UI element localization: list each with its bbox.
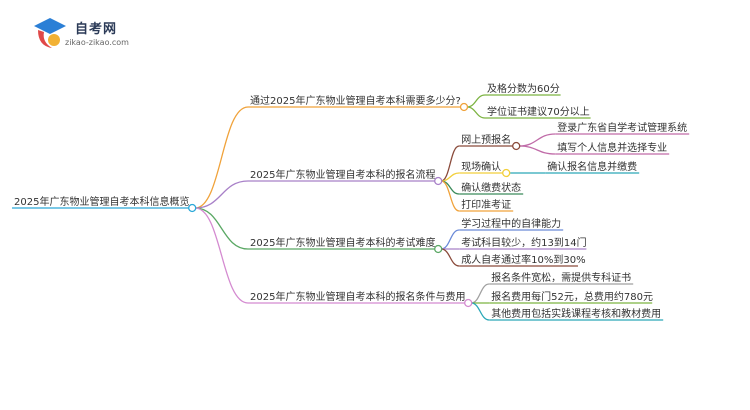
branch-2-child-2-node[interactable]: 成人自考通过率10%到30% bbox=[461, 253, 585, 266]
branch-1-connector[interactable] bbox=[434, 176, 443, 186]
branch-1-child-3-edge bbox=[440, 180, 460, 212]
branch-2-child-0-node[interactable]: 学习过程中的自律能力 bbox=[461, 217, 561, 230]
branch-2-child-1-node[interactable]: 考试科目较少，约13到14门 bbox=[461, 236, 586, 249]
branch-1-child-0-leaf-0-node[interactable]: 登录广东省自学考试管理系统 bbox=[557, 121, 687, 134]
branch-1-child-0-edge bbox=[440, 145, 460, 182]
branch-1-child-0-leaf-0-edge bbox=[519, 133, 556, 147]
branch-0-child-1-node[interactable]: 学位证书建议70分以上 bbox=[487, 105, 590, 118]
branch-1-child-2-edge bbox=[441, 180, 460, 195]
branch-2-edge bbox=[195, 207, 249, 250]
branch-0-edge bbox=[195, 106, 249, 209]
branch-0-child-0-node[interactable]: 及格分数为60分 bbox=[487, 82, 560, 95]
branch-1-child-1-leaf-0-node[interactable]: 确认报名信息并缴费 bbox=[547, 160, 637, 173]
branch-3-connector[interactable] bbox=[464, 298, 473, 308]
branch-1-child-3-node[interactable]: 打印准考证 bbox=[461, 198, 511, 211]
branch-2-node[interactable]: 2025年广东物业管理自考本科的考试难度 bbox=[250, 236, 435, 249]
branch-2-child-2-edge bbox=[441, 248, 460, 267]
branch-1-child-1-node[interactable]: 现场确认 bbox=[461, 160, 501, 173]
branch-3-edge bbox=[195, 207, 249, 304]
site-logo[interactable]: 自考网 zikao-zikao.com bbox=[30, 16, 180, 52]
branch-3-node[interactable]: 2025年广东物业管理自考本科的报名条件与费用 bbox=[250, 290, 465, 303]
branch-1-edge bbox=[195, 180, 249, 209]
branch-1-node[interactable]: 2025年广东物业管理自考本科的报名流程 bbox=[250, 168, 435, 181]
branch-2-child-0-edge bbox=[441, 229, 460, 250]
branch-0-child-1-edge bbox=[466, 106, 486, 119]
branch-3-child-0-edge bbox=[471, 283, 490, 304]
branch-1-child-0-node[interactable]: 网上预报名 bbox=[461, 133, 511, 146]
logo-mark-icon bbox=[34, 18, 66, 48]
branch-1-child-1-connector[interactable] bbox=[502, 168, 511, 178]
root-connector[interactable] bbox=[188, 203, 197, 213]
logo-url: zikao-zikao.com bbox=[65, 38, 129, 47]
branch-1-child-0-connector[interactable] bbox=[512, 141, 521, 151]
branch-2-connector[interactable] bbox=[434, 244, 443, 254]
root-node[interactable]: 2025年广东物业管理自考本科信息概览 bbox=[14, 195, 189, 208]
branch-0-connector[interactable] bbox=[459, 102, 469, 112]
branch-1-child-0-leaf-1-edge bbox=[519, 145, 556, 155]
branch-0-node[interactable]: 通过2025年广东物业管理自考本科需要多少分? bbox=[250, 94, 461, 107]
logo-name: 自考网 bbox=[75, 22, 118, 37]
mindmap-nodes: 2025年广东物业管理自考本科信息概览 通过2025年广东物业管理自考本科需要多少… bbox=[14, 82, 687, 320]
mindmap-edges bbox=[12, 94, 690, 321]
branch-0-child-0-edge bbox=[466, 94, 486, 108]
branch-1-child-0-leaf-1-node[interactable]: 填写个人信息并选择专业 bbox=[557, 141, 667, 154]
branch-3-child-1-node[interactable]: 报名费用每门52元，总费用约780元 bbox=[491, 290, 653, 303]
branch-3-child-0-node[interactable]: 报名条件宽松，需提供专科证书 bbox=[491, 271, 631, 284]
branch-3-child-2-edge bbox=[471, 302, 490, 321]
branch-3-child-2-node[interactable]: 其他费用包括实践课程考核和教材费用 bbox=[491, 307, 661, 320]
branch-1-child-2-node[interactable]: 确认缴费状态 bbox=[461, 181, 521, 194]
